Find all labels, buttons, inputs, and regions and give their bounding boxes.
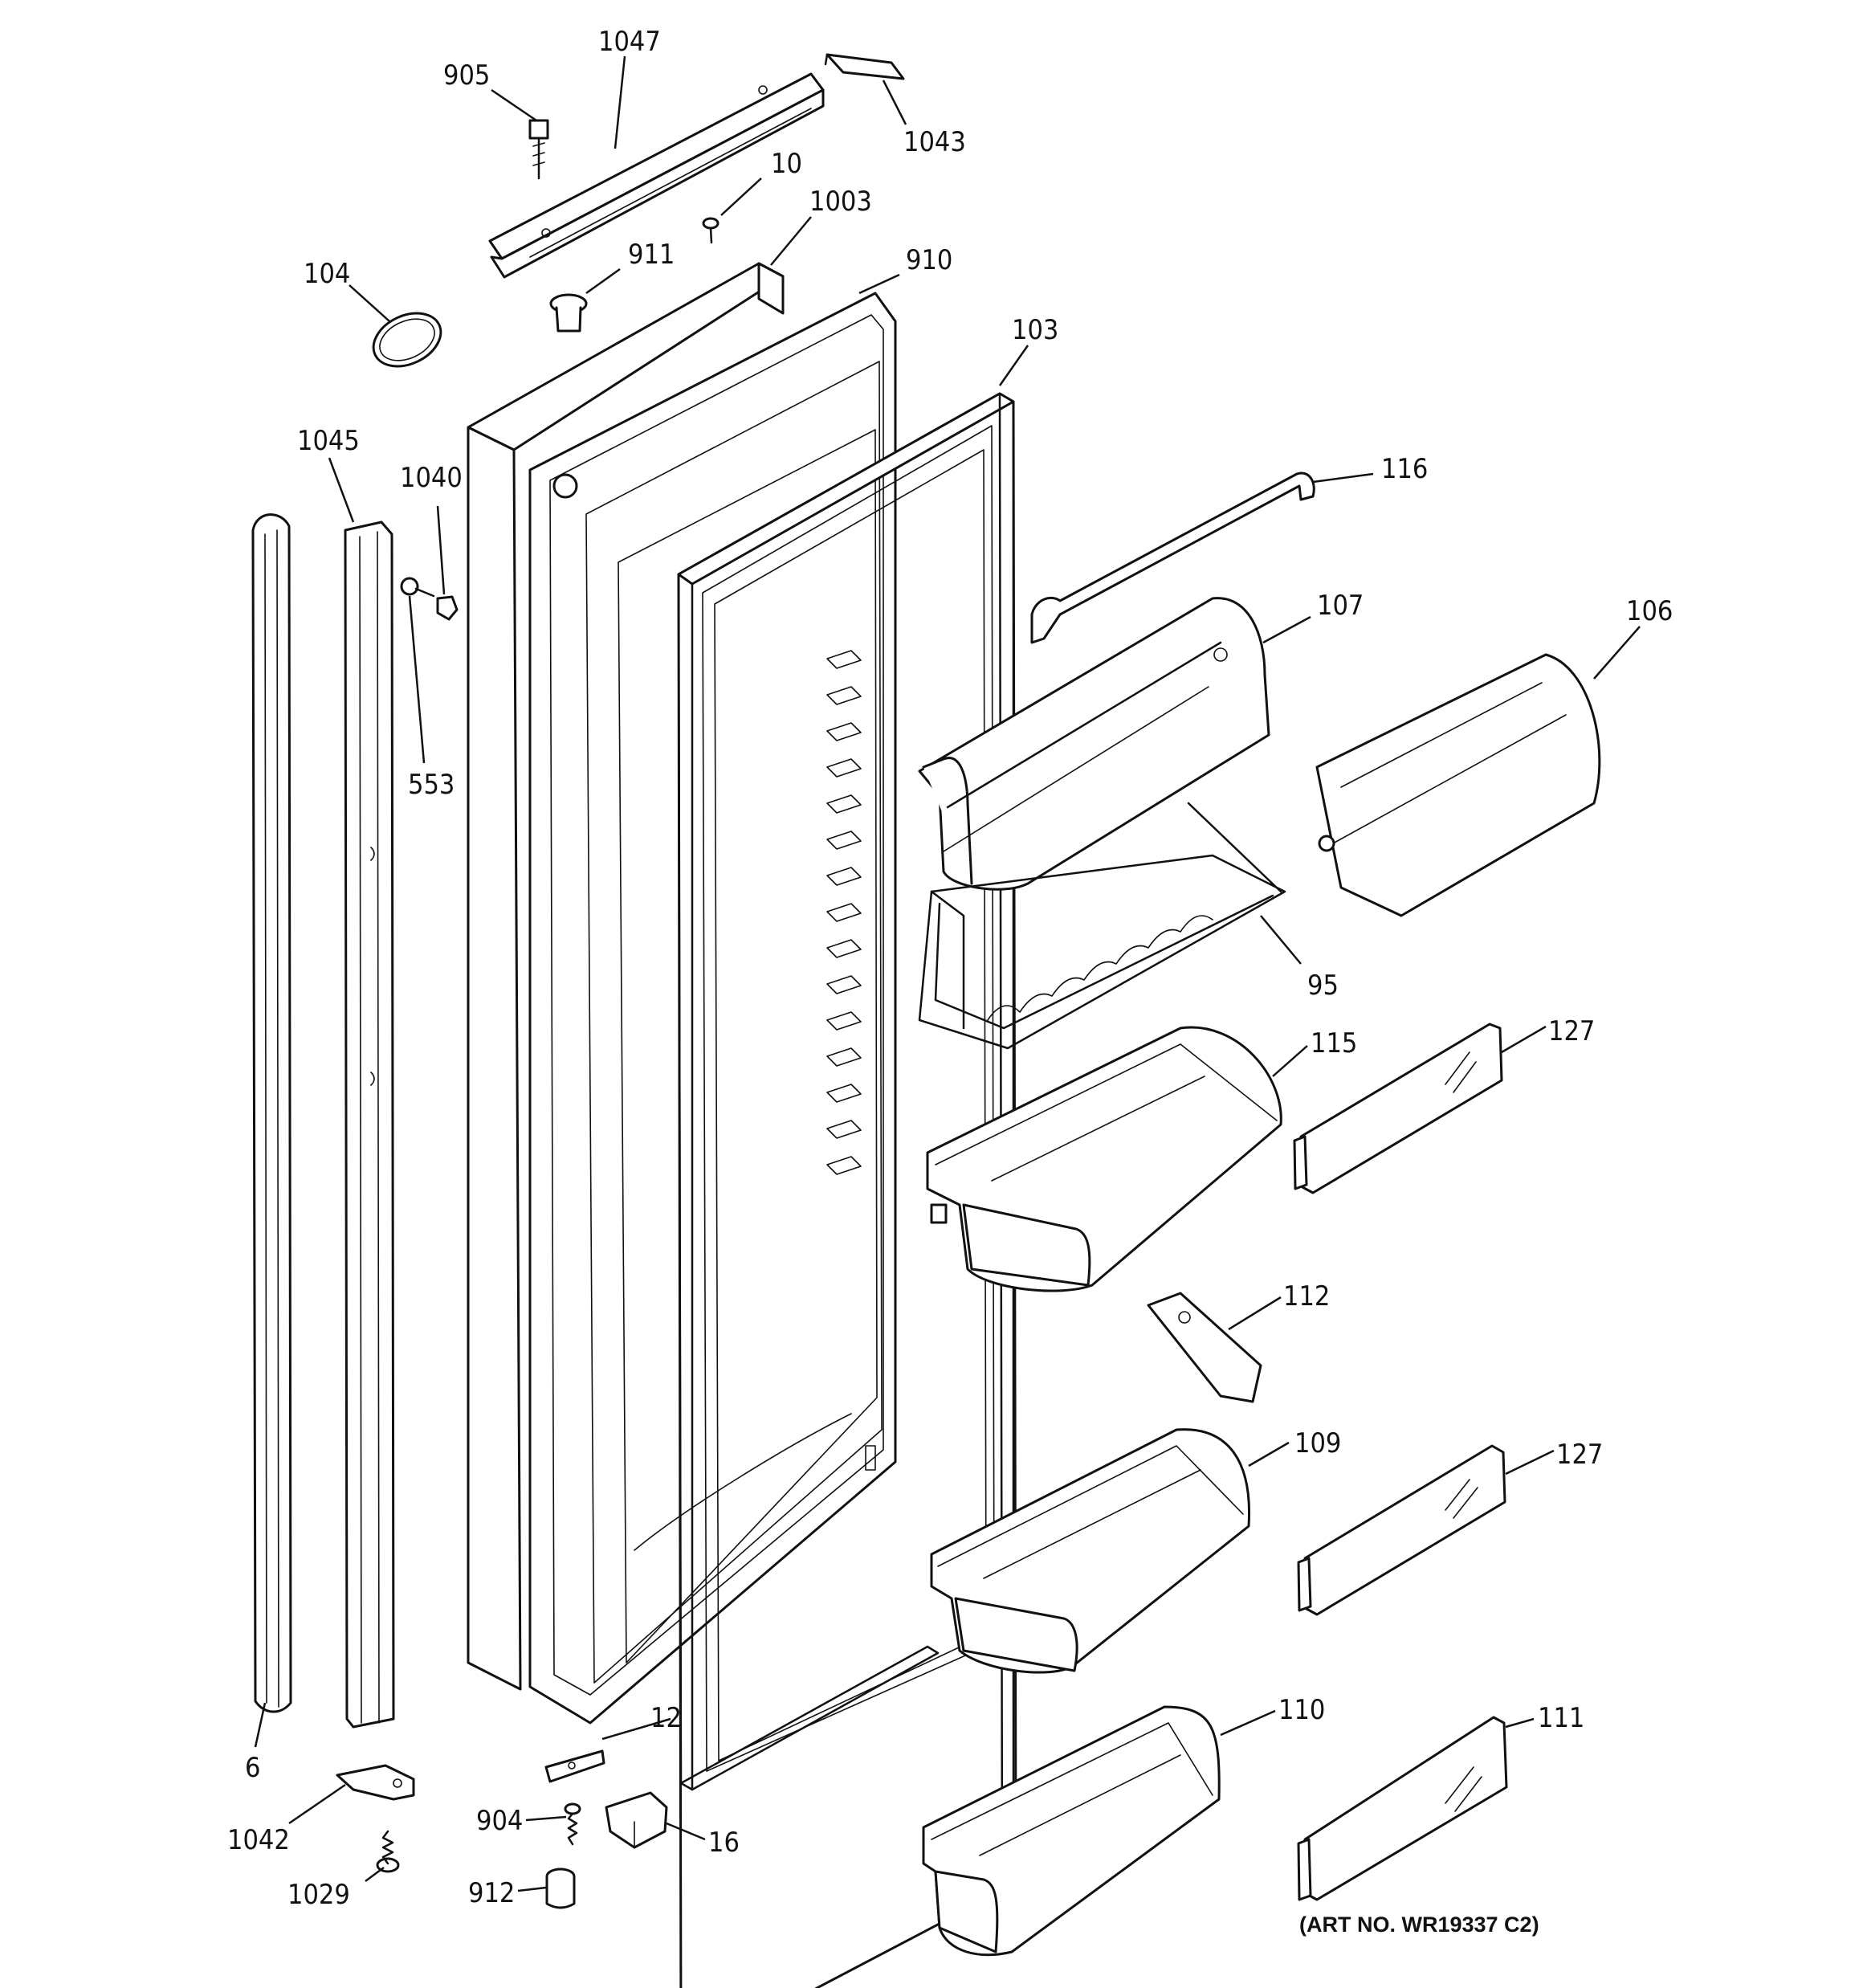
screw-part-553 <box>400 577 435 598</box>
callout-1040: 1040 <box>400 462 463 494</box>
bin-front-part-127-lower <box>1297 1444 1506 1616</box>
callout-1029: 1029 <box>287 1879 350 1911</box>
callout-1042: 1042 <box>227 1824 290 1856</box>
bushing-part-912 <box>545 1868 576 1909</box>
hinge-part-12 <box>544 1749 605 1783</box>
bushing-part-911 <box>549 293 588 333</box>
hinge-block-part-16 <box>605 1791 668 1849</box>
callout-905: 905 <box>443 59 490 92</box>
wine-rack-part-95 <box>918 802 1286 1050</box>
liner-ribs <box>826 650 862 1175</box>
callout-1003: 1003 <box>809 186 872 218</box>
door-bin-part-110 <box>922 1705 1221 1957</box>
screw-part-904 <box>564 1802 581 1846</box>
callout-109: 109 <box>1294 1427 1341 1459</box>
callout-127-lower: 127 <box>1556 1439 1603 1471</box>
callout-95: 95 <box>1307 970 1339 1002</box>
callout-110: 110 <box>1278 1694 1325 1726</box>
door-outer-panel-part-1003 <box>467 262 785 1691</box>
callout-112: 112 <box>1283 1280 1330 1312</box>
callout-12: 12 <box>650 1702 682 1734</box>
trim-strip-part-1045 <box>344 520 395 1729</box>
callout-106: 106 <box>1626 595 1673 627</box>
callout-1043: 1043 <box>903 126 966 158</box>
door-bar-part-116 <box>1030 471 1315 644</box>
callout-115: 115 <box>1311 1027 1357 1059</box>
leader-lines <box>254 55 1641 1892</box>
callout-127-upper: 127 <box>1548 1015 1595 1047</box>
callout-553: 553 <box>408 769 455 801</box>
bin-front-part-127-upper <box>1293 1023 1503 1194</box>
trim-strip-part-6 <box>251 513 292 1713</box>
callout-1047: 1047 <box>598 26 661 58</box>
door-bin-part-109 <box>930 1428 1251 1674</box>
dairy-door-part-106 <box>1315 653 1601 917</box>
screw-part-10 <box>702 217 720 244</box>
hinge-cover-part-1047 <box>488 72 825 279</box>
callout-111: 111 <box>1538 1702 1584 1734</box>
dairy-compartment-part-107 <box>918 597 1270 891</box>
callout-107: 107 <box>1317 590 1364 622</box>
door-bin-part-115 <box>926 1026 1282 1292</box>
callout-910: 910 <box>906 244 952 276</box>
callout-16: 16 <box>708 1827 740 1859</box>
callout-10: 10 <box>771 148 802 180</box>
callout-912: 912 <box>468 1877 515 1909</box>
callout-103: 103 <box>1012 314 1058 346</box>
screw-part-1029 <box>376 1830 400 1873</box>
plug-part-104 <box>372 312 442 368</box>
callout-6: 6 <box>245 1752 260 1784</box>
stop-part-1040 <box>436 595 459 621</box>
callout-104: 104 <box>304 258 350 290</box>
hinge-shim-part-1043 <box>824 53 905 80</box>
callout-911: 911 <box>628 239 675 271</box>
callout-1045: 1045 <box>297 425 360 457</box>
callout-labels: 1047 905 1043 10 1003 911 910 104 103 10… <box>227 26 1673 1911</box>
callout-116: 116 <box>1381 453 1428 485</box>
bracket-part-1042 <box>336 1764 415 1801</box>
art-number: (ART NO. WR19337 C2) <box>1299 1912 1539 1937</box>
hinge-bolt-part-905 <box>528 119 549 180</box>
bin-front-part-111 <box>1297 1716 1508 1901</box>
door-liner-part-910 <box>528 292 897 1725</box>
clip-part-112 <box>1147 1292 1262 1403</box>
callout-904: 904 <box>476 1805 523 1837</box>
